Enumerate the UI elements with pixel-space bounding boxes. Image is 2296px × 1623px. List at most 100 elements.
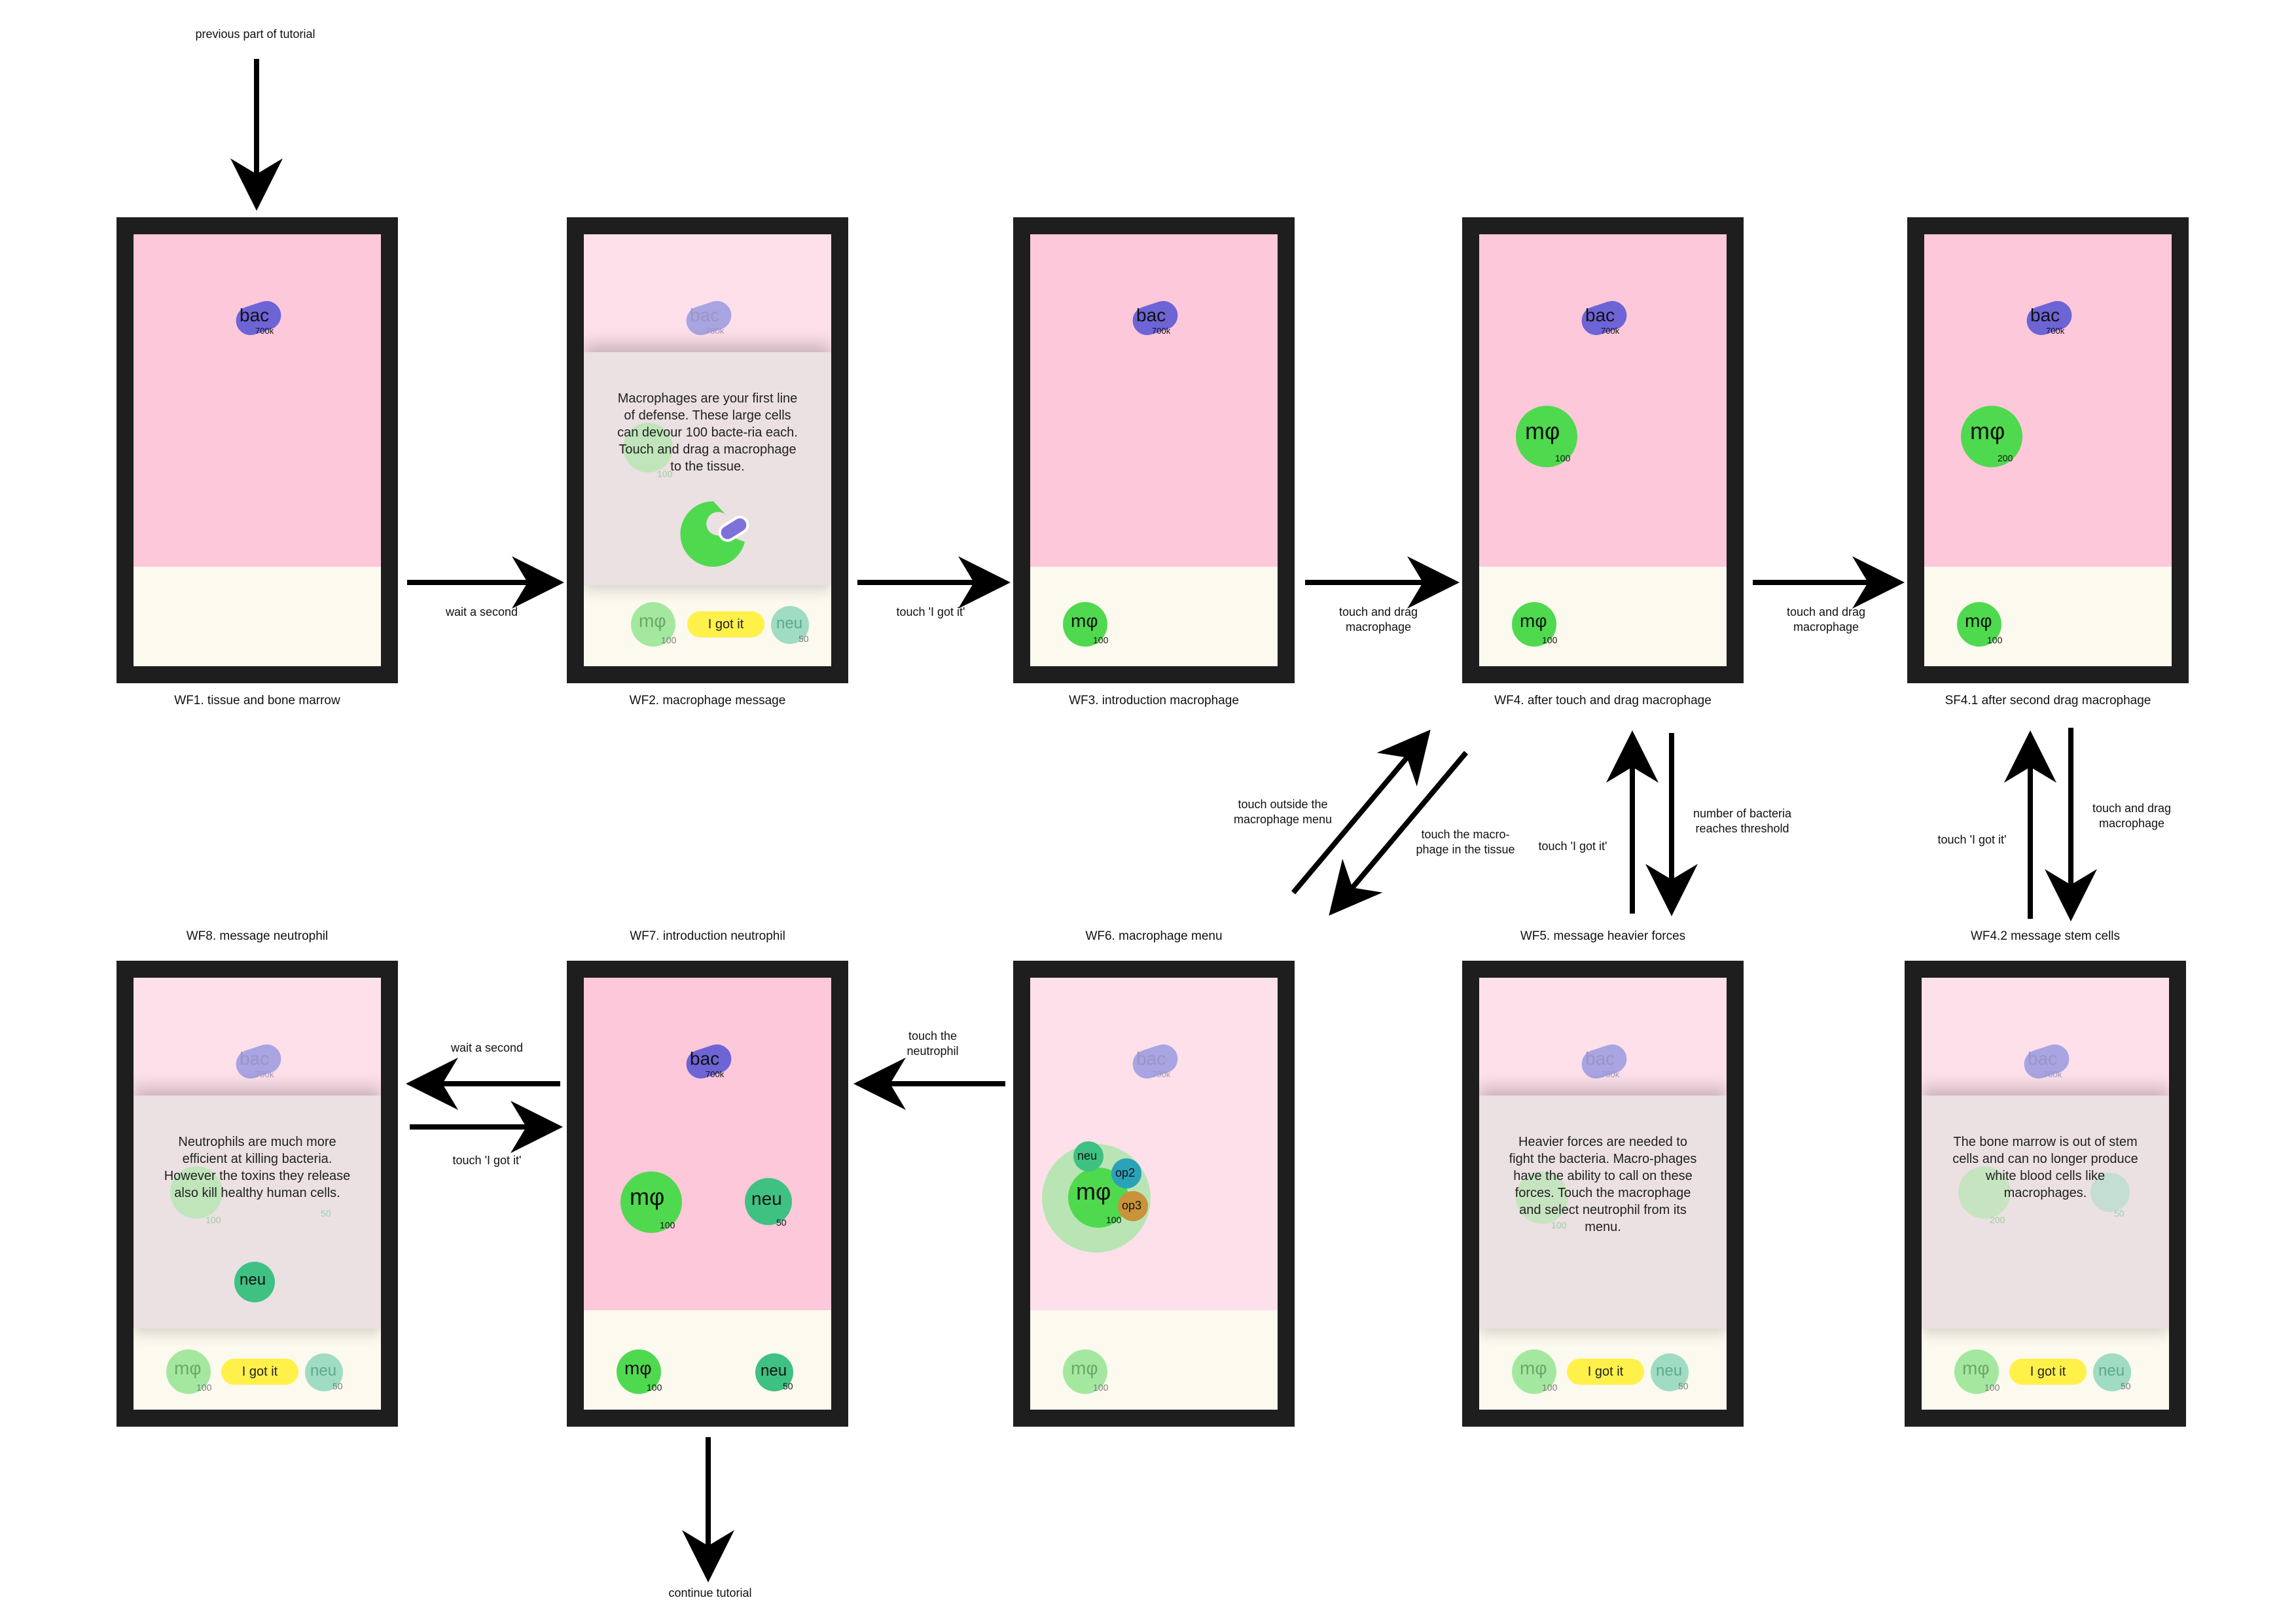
label-line: macrophage xyxy=(1345,620,1412,633)
frame-wf8: bac 700k 100 50 Neutrophils are much mor… xyxy=(117,961,398,1427)
i-got-it-button[interactable]: I got it xyxy=(221,1359,298,1385)
bacteria-label: bac xyxy=(690,1048,720,1069)
hidden-neutrophil-count: 50 xyxy=(2114,1208,2125,1219)
menu-option-op3-label: op3 xyxy=(1122,1199,1142,1212)
bacteria-label: bac xyxy=(690,305,720,325)
marrow-macrophage-label: mφ xyxy=(624,1358,652,1378)
tissue-macrophage-label: mφ xyxy=(630,1183,665,1210)
marrow-macrophage-label: mφ xyxy=(1071,1358,1098,1378)
label-sf41-wf42: touch and drag macrophage xyxy=(2076,801,2187,831)
label-line: neutrophil xyxy=(906,1044,959,1058)
label-wf42-sf41: touch 'I got it' xyxy=(1937,833,2007,846)
marrow-neutrophil-count: 50 xyxy=(798,633,809,644)
frame-sf41: bac 700k mφ 200 mφ 100 xyxy=(1907,217,2189,683)
message-text: Heavier forces are needed to fight the b… xyxy=(1509,1135,1697,1234)
marrow-macrophage-label: mφ xyxy=(1962,1358,1990,1378)
marrow-macrophage-button[interactable] xyxy=(1063,1349,1107,1394)
label-line: touch and drag xyxy=(1786,605,1866,618)
tissue-macrophage-count: 100 xyxy=(1106,1215,1122,1225)
tissue-neutrophil-count: 50 xyxy=(776,1217,787,1228)
marrow-neutrophil-button[interactable] xyxy=(1651,1353,1689,1391)
marrow-macrophage-button[interactable] xyxy=(617,1349,661,1394)
marrow-neutrophil-label: neu xyxy=(761,1362,787,1380)
label-wf4-wf5: number of bacteria reaches threshold xyxy=(1677,806,1808,836)
tissue-macrophage-label: mφ xyxy=(1525,418,1560,444)
neutrophil-icon xyxy=(234,1262,275,1302)
label-wf2-wf3: touch 'I got it' xyxy=(896,605,965,618)
hidden-macrophage xyxy=(1516,1171,1568,1224)
bacteria-count: 700k xyxy=(2046,326,2065,336)
caption-wf1: WF1. tissue and bone marrow xyxy=(174,694,340,707)
marrow-macrophage-count: 100 xyxy=(1984,1382,2000,1393)
marrow-macrophage-button[interactable] xyxy=(1512,602,1556,647)
marrow-macrophage-button[interactable] xyxy=(631,602,675,647)
tissue-macrophage[interactable] xyxy=(1961,406,2022,467)
label-wf4-sf41: touch and drag macrophage xyxy=(1761,605,1892,635)
tissue-area xyxy=(1030,234,1278,567)
bacteria-count: 700k xyxy=(2043,1069,2062,1079)
marrow-macrophage-button[interactable] xyxy=(1063,602,1107,647)
frame-wf3: bac 700k mφ 100 xyxy=(1013,217,1295,683)
label-line: macrophage menu xyxy=(1233,813,1333,826)
caption-wf8: WF8. message neutrophil xyxy=(186,929,329,943)
marrow-macrophage-button[interactable] xyxy=(1954,1349,1999,1394)
bottom-flow-label: continue tutorial xyxy=(668,1586,752,1599)
marrow-neutrophil-count: 50 xyxy=(2121,1381,2131,1391)
hidden-macrophage xyxy=(623,423,673,473)
marrow-macrophage-button[interactable] xyxy=(1512,1349,1556,1394)
label-wf8-wf7: touch 'I got it' xyxy=(452,1154,522,1167)
message-overlay: 100 Heavier forces are needed to fight t… xyxy=(1479,1096,1727,1329)
tissue-area xyxy=(134,234,381,567)
message-overlay: 100 Macrophages are your first line of d… xyxy=(584,352,831,585)
marrow-neutrophil-label: neu xyxy=(776,615,803,632)
frame-wf7: bac 700k mφ 100 neu 50 mφ 100 neu 50 xyxy=(567,961,848,1427)
marrow-macrophage-button[interactable] xyxy=(1957,602,2001,647)
tissue-macrophage[interactable] xyxy=(1516,406,1577,467)
marrow-neutrophil-button[interactable] xyxy=(305,1353,343,1391)
marrow-macrophage-label: mφ xyxy=(1520,1358,1547,1378)
marrow-neutrophil-button[interactable] xyxy=(755,1353,793,1391)
marrow-macrophage-label: mφ xyxy=(1965,611,1992,631)
marrow-macrophage-count: 100 xyxy=(661,635,677,645)
bacteria-label: bac xyxy=(1136,305,1166,325)
menu-option-neutrophil[interactable] xyxy=(1073,1141,1103,1171)
caption-wf3: WF3. introduction macrophage xyxy=(1069,694,1239,707)
message-overlay: 100 50 Neutrophils are much more efficie… xyxy=(134,1096,381,1329)
i-got-it-button[interactable]: I got it xyxy=(2009,1359,2087,1385)
label-line: number of bacteria xyxy=(1693,807,1792,820)
bacteria-count: 700k xyxy=(1601,1069,1620,1079)
frame-wf5: bac 700k 100 Heavier forces are needed t… xyxy=(1462,961,1744,1427)
menu-option-op3[interactable] xyxy=(1118,1191,1148,1221)
label-wf6-wf4: touch outside the macrophage menu xyxy=(1211,797,1355,827)
marrow-neutrophil-count: 50 xyxy=(1678,1381,1689,1391)
message-overlay: 200 50 The bone marrow is out of stem ce… xyxy=(1922,1096,2169,1329)
label-wf4-wf6: touch the macro- phage in the tissue xyxy=(1397,827,1534,857)
marrow-macrophage-count: 100 xyxy=(196,1382,212,1393)
marrow-neutrophil-button[interactable] xyxy=(2093,1353,2131,1391)
label-wf3-wf4: touch and drag macrophage xyxy=(1313,605,1444,635)
bacteria-label: bac xyxy=(1585,305,1615,325)
bacteria-count: 700k xyxy=(706,326,725,336)
bacteria-count: 700k xyxy=(1152,326,1171,336)
marrow-neutrophil-button[interactable] xyxy=(771,606,809,644)
i-got-it-button[interactable]: I got it xyxy=(1567,1359,1644,1385)
tissue-area xyxy=(1030,978,1278,1310)
marrow-macrophage-button[interactable] xyxy=(166,1349,211,1394)
label-line: macrophage xyxy=(2098,817,2165,830)
hidden-macrophage-count: 200 xyxy=(1990,1215,2005,1225)
bacteria-count: 700k xyxy=(1152,1069,1171,1079)
top-flow-label: previous part of tutorial xyxy=(195,27,315,41)
marrow-macrophage-count: 100 xyxy=(1542,1382,1558,1393)
tissue-neutrophil[interactable] xyxy=(745,1178,792,1225)
label-line: touch the xyxy=(908,1029,958,1043)
tissue-neutrophil-label: neu xyxy=(751,1188,782,1209)
hidden-neutrophil-count: 50 xyxy=(321,1208,331,1219)
bacteria-label: bac xyxy=(240,1048,270,1069)
tissue-macrophage[interactable] xyxy=(620,1171,682,1233)
marrow-macrophage-label: mφ xyxy=(1071,611,1098,631)
bacteria-count: 700k xyxy=(1601,326,1620,336)
screen: bac 700k 100 Macrophages are your first … xyxy=(584,234,831,666)
menu-option-op2[interactable] xyxy=(1111,1158,1141,1188)
marrow-macrophage-count: 100 xyxy=(1542,635,1558,645)
i-got-it-button[interactable]: I got it xyxy=(687,611,764,637)
